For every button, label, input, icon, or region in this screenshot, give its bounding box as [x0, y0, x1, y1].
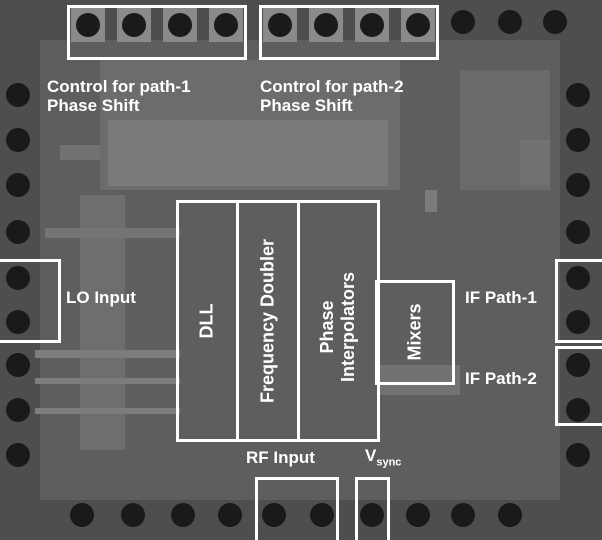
bond-pad-right [566, 83, 590, 107]
bond-pad-top [451, 10, 475, 34]
bond-pad-right [566, 398, 590, 422]
bond-pad-top [71, 8, 105, 42]
bond-pad-right [566, 443, 590, 467]
vsync-label: Vsync [365, 446, 402, 469]
bond-pad-left [6, 398, 30, 422]
bond-pad-top [401, 8, 435, 42]
if-path1-pad-group [555, 259, 602, 343]
bond-pad-left [6, 353, 30, 377]
bond-pad-top [355, 8, 389, 42]
bond-pad-left [6, 310, 30, 334]
bond-pad-left [6, 173, 30, 197]
bond-pad-bottom [218, 503, 242, 527]
rf-input-pad-group [255, 477, 339, 540]
bond-pad-top [309, 8, 343, 42]
if-path2-pad-group [555, 346, 602, 426]
if-path1-label: IF Path-1 [465, 288, 537, 307]
frequency-doubler-label: Frequency Doubler [257, 238, 278, 404]
bond-pad-bottom [171, 503, 195, 527]
bond-pad-bottom [70, 503, 94, 527]
bond-pad-left [6, 83, 30, 107]
bond-pad-right [566, 128, 590, 152]
rf-input-label: RF Input [246, 448, 315, 467]
control-path2-pad-group [259, 5, 439, 60]
bond-pad-bottom [406, 503, 430, 527]
bond-pad-bottom [498, 503, 522, 527]
phase-interpolators-block [297, 200, 380, 442]
bond-pad-left [6, 220, 30, 244]
bond-pad-top [209, 8, 243, 42]
bond-pad-bottom [262, 503, 286, 527]
bond-pad-right [566, 173, 590, 197]
phase-interpolators-label: Phase Interpolators [317, 271, 358, 383]
bond-pad-top [117, 8, 151, 42]
bond-pad-bottom [121, 503, 145, 527]
mixers-block [375, 280, 455, 385]
bond-pad-right [566, 220, 590, 244]
lo-input-label: LO Input [66, 288, 136, 307]
bond-pad-left [6, 266, 30, 290]
bond-pad-top [543, 10, 567, 34]
bond-pad-top [263, 8, 297, 42]
bond-pad-bottom [451, 503, 475, 527]
lo-input-pad-group [0, 259, 61, 343]
bond-pad-bottom [360, 503, 384, 527]
bond-pad-right [566, 266, 590, 290]
bond-pad-top [498, 10, 522, 34]
mixers-label: Mixers [404, 303, 425, 361]
bond-pad-left [6, 128, 30, 152]
if-path2-label: IF Path-2 [465, 369, 537, 388]
control-path1-pad-group [67, 5, 247, 60]
bond-pad-top [163, 8, 197, 42]
bond-pad-left [6, 443, 30, 467]
bond-pad-bottom [310, 503, 334, 527]
dll-label: DLL [196, 303, 217, 339]
control-path1-label: Control for path-1 Phase Shift [47, 77, 191, 115]
vsync-pad-group [355, 477, 390, 540]
control-path2-label: Control for path-2 Phase Shift [260, 77, 404, 115]
bond-pad-right [566, 353, 590, 377]
bond-pad-right [566, 310, 590, 334]
